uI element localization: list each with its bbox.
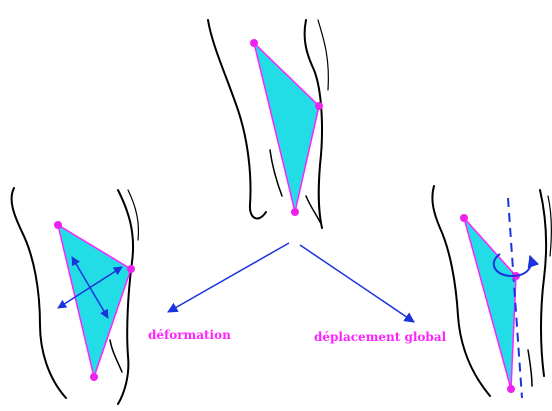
right-vertex-3: [507, 385, 515, 393]
arrow-to-displacement: [300, 245, 414, 322]
left-vertex-2: [127, 265, 135, 273]
right-triangle: [460, 198, 522, 398]
left-vertex-3: [90, 373, 98, 381]
top-vertex-2: [315, 102, 323, 110]
branch-arrows: [168, 243, 414, 322]
left-triangle: [54, 221, 135, 381]
deformation-label: déformation: [148, 328, 231, 342]
left-vertex-1: [54, 221, 62, 229]
displacement-label: déplacement global: [314, 330, 446, 344]
arrow-to-deformation: [168, 243, 289, 312]
right-vertex-1: [460, 214, 468, 222]
top-vertex-1: [250, 39, 258, 47]
top-vertex-3: [291, 208, 299, 216]
